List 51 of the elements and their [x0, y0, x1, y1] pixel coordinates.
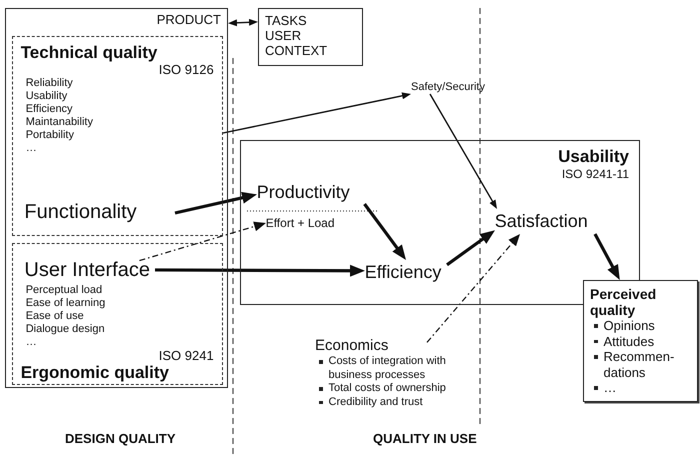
arrow [222, 92, 411, 134]
list-item: Reliability [26, 76, 74, 90]
perceived-quality-box: Perceived quality Opinions Attitudes Recommen- dations … [583, 280, 698, 402]
arrow [155, 264, 365, 277]
list-item: … [26, 142, 38, 155]
arrow [594, 233, 620, 280]
arrow [446, 230, 495, 266]
group-heading: Economics [315, 336, 390, 355]
standard-label: ISO 9241-11 [560, 167, 629, 181]
arrow [429, 94, 497, 209]
section-label: QUALITY IN USE [373, 431, 477, 446]
list-item: Recommen- dations [604, 349, 676, 380]
quality-group [12, 242, 223, 385]
list-item: Perceptual load [26, 284, 104, 297]
arrow [139, 222, 266, 262]
context-box [258, 8, 363, 66]
concept-label: User Interface [24, 257, 154, 284]
list-item: Ease of learning [26, 296, 106, 310]
list-item: Costs of integration with business processes [328, 355, 447, 382]
concept-label: Satisfaction [494, 208, 595, 234]
quality-group [12, 36, 223, 236]
list-item: Usability [26, 90, 68, 103]
list-item: … [604, 380, 618, 396]
list-item: Maintanability [26, 116, 94, 129]
arrow [363, 203, 406, 260]
list-item: Efficiency [26, 102, 74, 116]
concept-label: Functionality [24, 199, 174, 226]
list-item: Total costs of ownership [328, 382, 447, 396]
concept-label: Effort + Load [266, 214, 350, 231]
list-item: Portability [26, 128, 75, 142]
arrow [228, 18, 258, 26]
list-item: Credibility and trust [328, 396, 424, 409]
product-frame [5, 8, 228, 388]
concept-label: Efficiency [364, 260, 447, 284]
list-item: Dialogue design [26, 322, 106, 336]
list-item: … [26, 336, 38, 349]
frame-title: PRODUCT [156, 12, 221, 28]
concept-label: Productivity [256, 180, 369, 204]
group-heading: Ergonomic quality [20, 362, 170, 383]
list-item: Attitudes [604, 334, 656, 349]
section-label: DESIGN QUALITY [65, 431, 176, 446]
group-heading: Technical quality [20, 42, 158, 63]
box-text: TASKS USER CONTEXT [265, 13, 328, 58]
arrow [426, 234, 520, 343]
standard-label: ISO 9126 [158, 62, 214, 77]
standard-label: ISO 9241 [158, 348, 214, 363]
list-item: Ease of use [26, 310, 85, 323]
group-heading: Usability [557, 147, 629, 167]
list-item: Opinions [604, 318, 656, 334]
arrow [174, 192, 257, 215]
concept-label: Safety/Security [411, 80, 506, 94]
